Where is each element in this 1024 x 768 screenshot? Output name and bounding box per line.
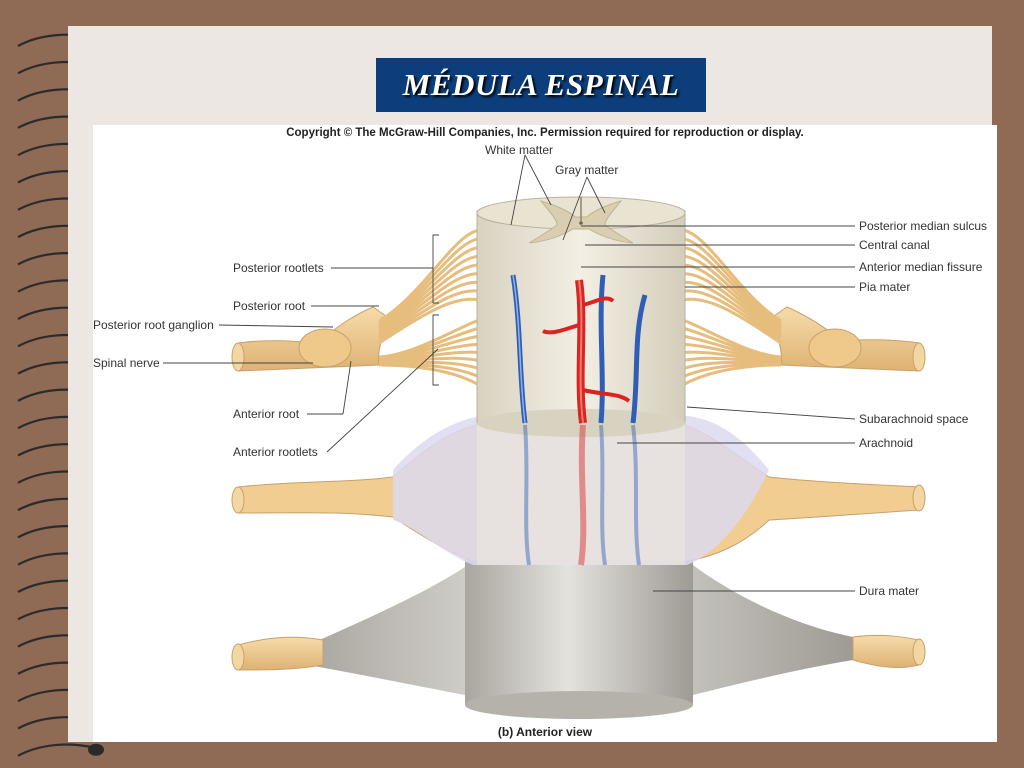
label-anterior-rootlets: Anterior rootlets [233,445,318,459]
label-subarachnoid-space: Subarachnoid space [859,412,969,426]
rootlet [682,254,782,331]
rootlet [682,246,782,328]
diagram-labels: White matter Gray matter Posterior media… [93,143,987,598]
rootlet [682,272,782,337]
label-pia-mater: Pia mater [859,280,910,294]
upper-spinal-nerves [231,306,926,372]
spinal-cord-segment [476,196,686,437]
leader-lines [163,154,856,592]
label-posterior-rootlets: Posterior rootlets [233,261,324,275]
rootlet [378,297,480,345]
spiral-coil [17,743,95,757]
lower-spinal-nerves [231,634,926,671]
rootlet [682,237,782,326]
label-gray-matter: Gray matter [555,163,618,177]
rootlet [378,363,480,387]
label-white-matter: White matter [485,143,553,157]
label-posterior-root-ganglion: Posterior root ganglion [93,318,214,332]
slide-title: MÉDULA ESPINAL [402,67,680,102]
rootlet [378,280,480,339]
rootlet [378,237,480,326]
label-anterior-root: Anterior root [233,407,300,421]
figure-caption: (b) Anterior view [497,725,593,739]
rootlet [378,246,480,328]
spiral-hole [88,743,104,756]
rootlet [682,297,782,345]
label-spinal-nerve: Spinal nerve [93,356,160,370]
arachnoid-vessels [523,424,641,566]
rootlet [682,280,782,339]
label-arachnoid: Arachnoid [859,436,913,450]
rootlets [378,228,782,387]
spinal-cord-figure: Copyright © The McGraw-Hill Companies, I… [93,125,997,742]
arachnoid-layer [231,415,926,565]
spinal-cord-diagram: White matter Gray matter Posterior media… [93,143,987,719]
label-posterior-root: Posterior root [233,299,306,313]
label-posterior-median-sulcus: Posterior median sulcus [859,219,987,233]
label-central-canal: Central canal [859,238,930,252]
label-dura-mater: Dura mater [859,584,919,598]
copyright-notice: Copyright © The McGraw-Hill Companies, I… [286,127,804,139]
rootlet [682,228,782,323]
rootlet [378,254,480,331]
rootlet [378,289,480,342]
title-box: MÉDULA ESPINAL [376,58,706,112]
rootlet [682,289,782,342]
rootlet [682,363,782,387]
label-anterior-median-fissure: Anterior median fissure [859,260,983,274]
rootlet [378,272,480,337]
rootlet [378,263,480,334]
rootlet [378,228,480,323]
